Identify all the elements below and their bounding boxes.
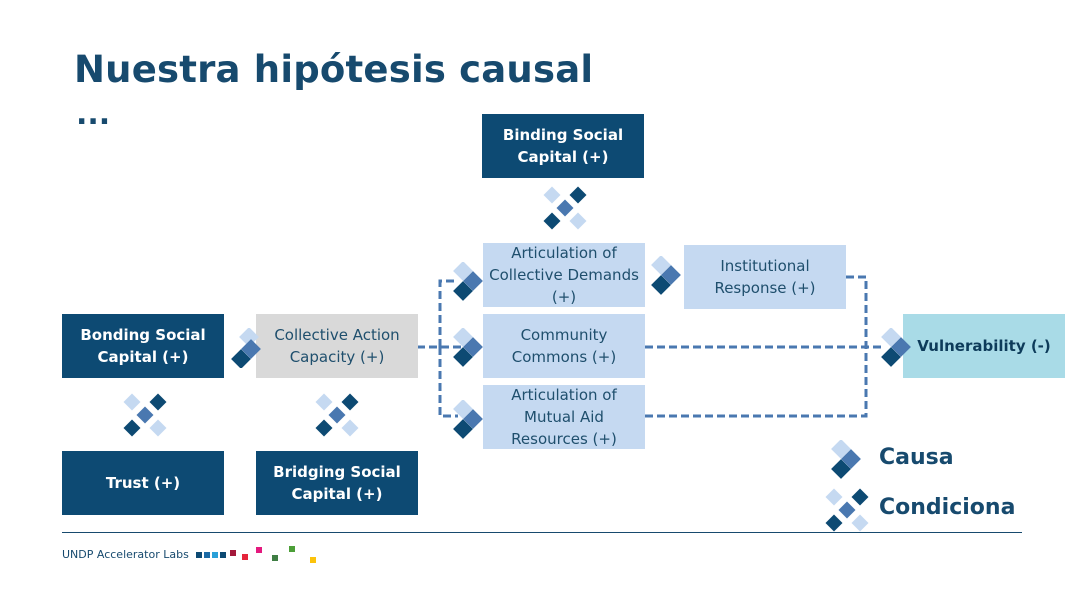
node-bridging-social-capital: Bridging Social Capital (+)	[256, 451, 418, 515]
cause-diamond-icon	[231, 328, 261, 368]
brand-square	[204, 552, 210, 558]
condition-cross-icon	[315, 393, 359, 437]
cause-diamond-icon	[453, 400, 483, 439]
brand-square	[196, 552, 202, 558]
node-binding-social-capital: Binding Social Capital (+)	[482, 114, 644, 178]
node-bonding-social-capital: Bonding Social Capital (+)	[62, 314, 224, 378]
node-community-commons: Community Commons (+)	[483, 314, 645, 378]
brand-square	[256, 547, 262, 553]
brand-square	[289, 546, 295, 552]
legend-cause-icon	[831, 440, 861, 479]
node-institutional-response: Institutional Response (+)	[684, 245, 846, 309]
brand-square	[220, 552, 226, 558]
node-vulnerability: Vulnerability (-)	[903, 314, 1065, 378]
link-branch-vertical	[438, 279, 458, 418]
cause-diamond-icon	[453, 328, 483, 367]
node-collective-action-capacity: Collective Action Capacity (+)	[256, 314, 418, 378]
cause-diamond-icon	[651, 256, 681, 295]
link-institutional-to-vulnerability	[846, 275, 868, 347]
footer-divider	[62, 532, 1022, 533]
footer-brand: UNDP Accelerator Labs	[62, 548, 189, 561]
node-trust: Trust (+)	[62, 451, 224, 515]
condition-cross-icon	[123, 393, 167, 437]
cause-diamond-icon	[453, 262, 483, 301]
condition-cross-icon	[543, 186, 587, 230]
node-articulation-demands: Articulation of Collective Demands (+)	[483, 243, 645, 307]
legend-causa-label: Causa	[879, 445, 954, 470]
brand-square	[310, 557, 316, 563]
legend-condiciona-label: Condiciona	[879, 495, 1016, 520]
node-articulation-mutual-aid: Articulation of Mutual Aid Resources (+)	[483, 385, 645, 449]
brand-square	[242, 554, 248, 560]
brand-square	[212, 552, 218, 558]
cause-diamond-icon	[881, 328, 911, 367]
legend-condition-icon	[825, 488, 869, 532]
brand-square	[230, 550, 236, 556]
link-mutual-to-vulnerability	[645, 347, 868, 418]
title-ellipsis: ...	[76, 97, 111, 132]
brand-square	[272, 555, 278, 561]
slide-title: Nuestra hipótesis causal	[74, 48, 594, 91]
